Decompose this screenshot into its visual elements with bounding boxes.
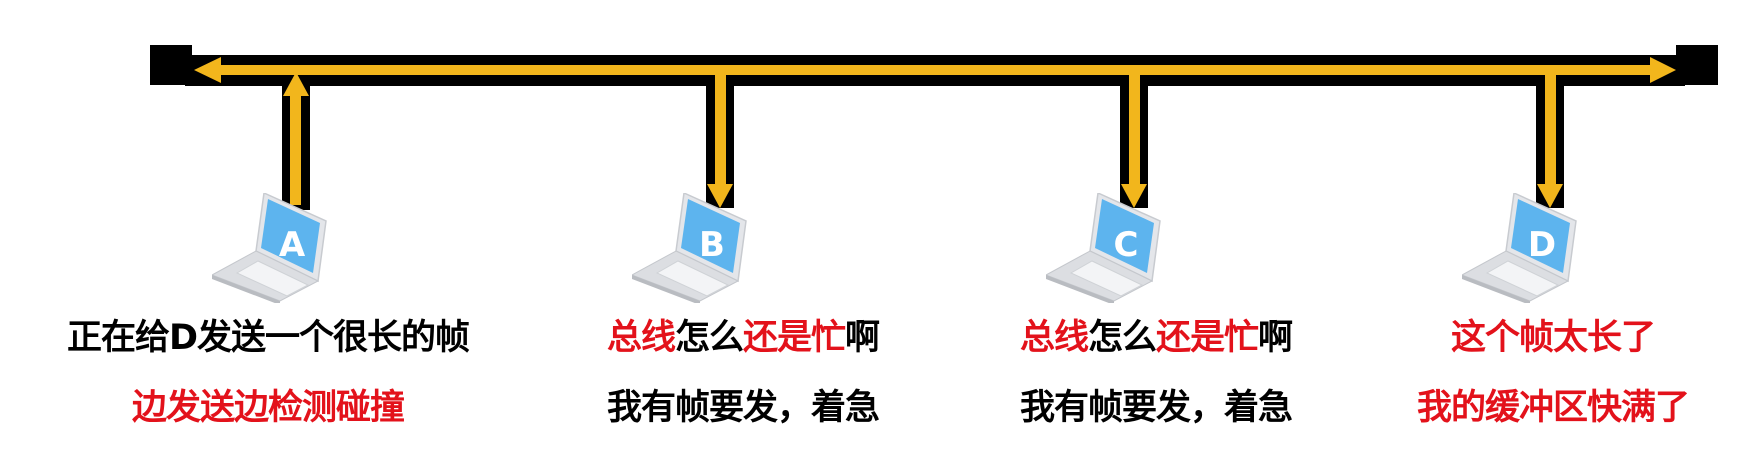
drop-cables bbox=[282, 70, 1564, 210]
laptop-icon: A bbox=[210, 191, 328, 305]
arrow-up-icon bbox=[283, 72, 309, 96]
caption-segment: 总线 bbox=[606, 318, 676, 358]
signal-bus-line bbox=[215, 65, 1665, 75]
caption-segment: 还是忙 bbox=[743, 318, 846, 358]
laptop-icon: D bbox=[1460, 191, 1578, 305]
caption-segment: 边发送边检测碰撞 bbox=[131, 388, 405, 428]
station-label: C bbox=[1114, 225, 1139, 265]
caption-segment: 我有帧要发，着急 bbox=[1019, 388, 1293, 428]
station-c-caption-line1: 总线怎么还是忙啊 bbox=[896, 318, 1416, 358]
arrow-left-icon bbox=[194, 57, 221, 83]
station-label: B bbox=[699, 225, 725, 265]
station-a-caption-line1: 正在给D发送一个很长的帧 bbox=[8, 318, 528, 358]
arrow-down-icon bbox=[1121, 184, 1147, 208]
caption-segment: 啊 bbox=[845, 318, 880, 358]
caption-segment: 怎么 bbox=[1087, 318, 1157, 358]
laptop-icon: B bbox=[630, 191, 748, 305]
arrow-down-icon bbox=[1537, 184, 1563, 208]
caption-segment: 我的缓冲区快满了 bbox=[1416, 388, 1690, 428]
arrow-right-icon bbox=[1650, 57, 1676, 83]
station-d-caption-line1: 这个帧太长了 bbox=[1293, 318, 1742, 358]
station-a-caption-line2: 边发送边检测碰撞 bbox=[8, 388, 528, 428]
caption-segment: 总线 bbox=[1019, 318, 1089, 358]
caption-segment: 我有帧要发，着急 bbox=[606, 388, 880, 428]
arrow-down-icon bbox=[707, 184, 733, 208]
caption-segment: 还是忙 bbox=[1156, 318, 1259, 358]
signal-down-lines bbox=[707, 70, 1563, 208]
station-label: D bbox=[1528, 225, 1556, 265]
station-label: A bbox=[279, 225, 306, 265]
caption-segment: 正在给D发送一个很长的帧 bbox=[66, 318, 470, 358]
station-b-caption-line2: 我有帧要发，着急 bbox=[483, 388, 1003, 428]
station-d-caption-line2: 我的缓冲区快满了 bbox=[1293, 388, 1742, 428]
station-c-caption-line2: 我有帧要发，着急 bbox=[896, 388, 1416, 428]
caption-segment: 啊 bbox=[1258, 318, 1293, 358]
caption-segment: 这个帧太长了 bbox=[1450, 318, 1656, 358]
laptop-icon: C bbox=[1044, 191, 1162, 305]
station-b-caption-line1: 总线怎么还是忙啊 bbox=[483, 318, 1003, 358]
signal-a-line bbox=[290, 95, 301, 205]
caption-segment: 怎么 bbox=[674, 318, 744, 358]
